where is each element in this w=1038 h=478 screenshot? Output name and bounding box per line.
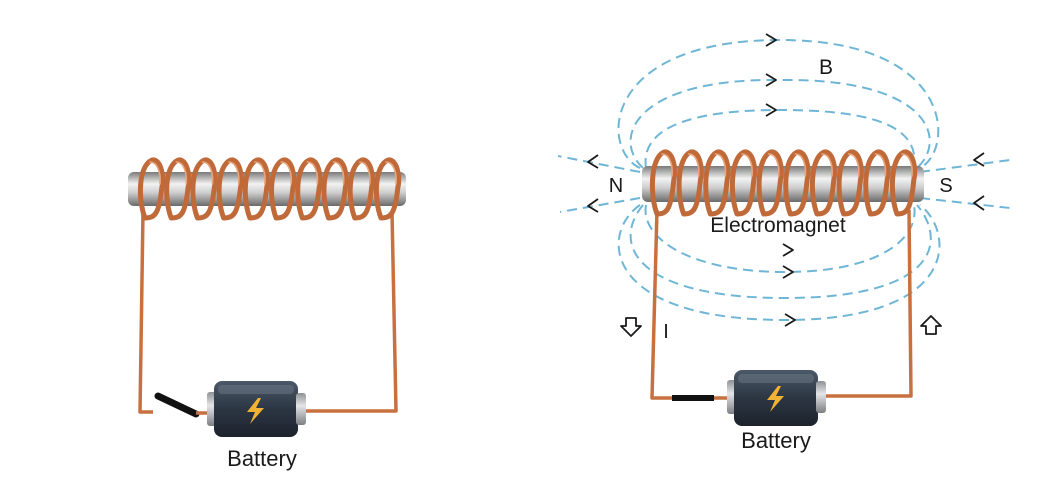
right-wire xyxy=(650,209,913,400)
lightning-bolt-icon xyxy=(247,398,264,424)
left-coil xyxy=(137,157,402,221)
arrow-down-icon xyxy=(620,317,642,337)
coil-highlight xyxy=(847,153,860,177)
switch-lever xyxy=(154,392,200,418)
coil-highlight xyxy=(821,153,833,177)
north-pole-label: N xyxy=(609,175,623,197)
coil-turn xyxy=(373,157,402,221)
field-arrow-icon xyxy=(765,73,777,87)
right-circuit: B N S Electromagnet I Battery xyxy=(557,33,1011,453)
coil-highlight xyxy=(175,161,188,185)
coil-highlight xyxy=(254,161,266,185)
coil-turn xyxy=(295,157,323,221)
coil-highlight xyxy=(332,161,345,185)
left-wire xyxy=(138,211,398,414)
left-battery xyxy=(207,381,306,437)
coil-highlight xyxy=(901,153,913,177)
coil-highlight xyxy=(714,153,727,177)
left-circuit: Battery xyxy=(128,157,406,471)
coil-turn xyxy=(809,149,838,217)
coil-highlight xyxy=(767,153,780,177)
coil-highlight xyxy=(149,161,161,185)
coil-highlight xyxy=(687,153,700,177)
coil-turn xyxy=(242,157,271,221)
coil-turn xyxy=(190,157,218,221)
coil-turn xyxy=(649,149,678,217)
coil-highlight xyxy=(227,161,240,185)
right-battery-label: Battery xyxy=(741,428,811,453)
coil-highlight xyxy=(385,161,397,185)
field-arrow-icon xyxy=(765,103,777,117)
coil-turn xyxy=(137,157,166,221)
lightning-bolt-icon xyxy=(767,386,784,412)
coil-turn xyxy=(216,157,244,221)
right-iron-core xyxy=(642,166,924,202)
coil-turn xyxy=(676,149,704,217)
coil-turn xyxy=(889,149,918,217)
coil-turn xyxy=(164,157,192,221)
field-label: B xyxy=(819,56,833,79)
coil-turn xyxy=(703,149,731,217)
field-arrow-icon xyxy=(587,154,599,169)
right-coil xyxy=(649,149,918,217)
coil-highlight xyxy=(741,153,753,177)
left-battery-label: Battery xyxy=(227,446,297,471)
coil-highlight xyxy=(201,161,214,185)
field-arrow-icon xyxy=(973,195,985,211)
coil-highlight xyxy=(661,153,673,177)
field-arrow-icon xyxy=(587,198,599,213)
electromagnet-label: Electromagnet xyxy=(710,214,846,237)
coil-highlight xyxy=(874,153,887,177)
south-pole-label: S xyxy=(939,175,952,197)
field-arrow-icon xyxy=(973,152,985,167)
field-arrow-icon xyxy=(782,243,794,257)
coil-turn xyxy=(756,149,784,217)
field-arrow-icon xyxy=(765,33,777,47)
coil-turn xyxy=(863,149,891,217)
coil-turn xyxy=(729,149,758,217)
coil-highlight xyxy=(306,161,319,185)
coil-turn xyxy=(321,157,349,221)
coil-highlight xyxy=(794,153,807,177)
coil-highlight xyxy=(358,161,371,185)
coil-turn xyxy=(836,149,864,217)
current-label: I xyxy=(663,321,669,343)
coil-turn xyxy=(783,149,811,217)
right-battery xyxy=(727,370,826,426)
arrow-up-icon xyxy=(920,315,942,335)
field-arrow-icon xyxy=(784,313,796,327)
coil-highlight xyxy=(280,161,293,185)
field-arrows xyxy=(587,33,985,327)
coil-turn xyxy=(269,157,297,221)
field-arrow-icon xyxy=(782,265,794,279)
coil-turn xyxy=(347,157,375,221)
